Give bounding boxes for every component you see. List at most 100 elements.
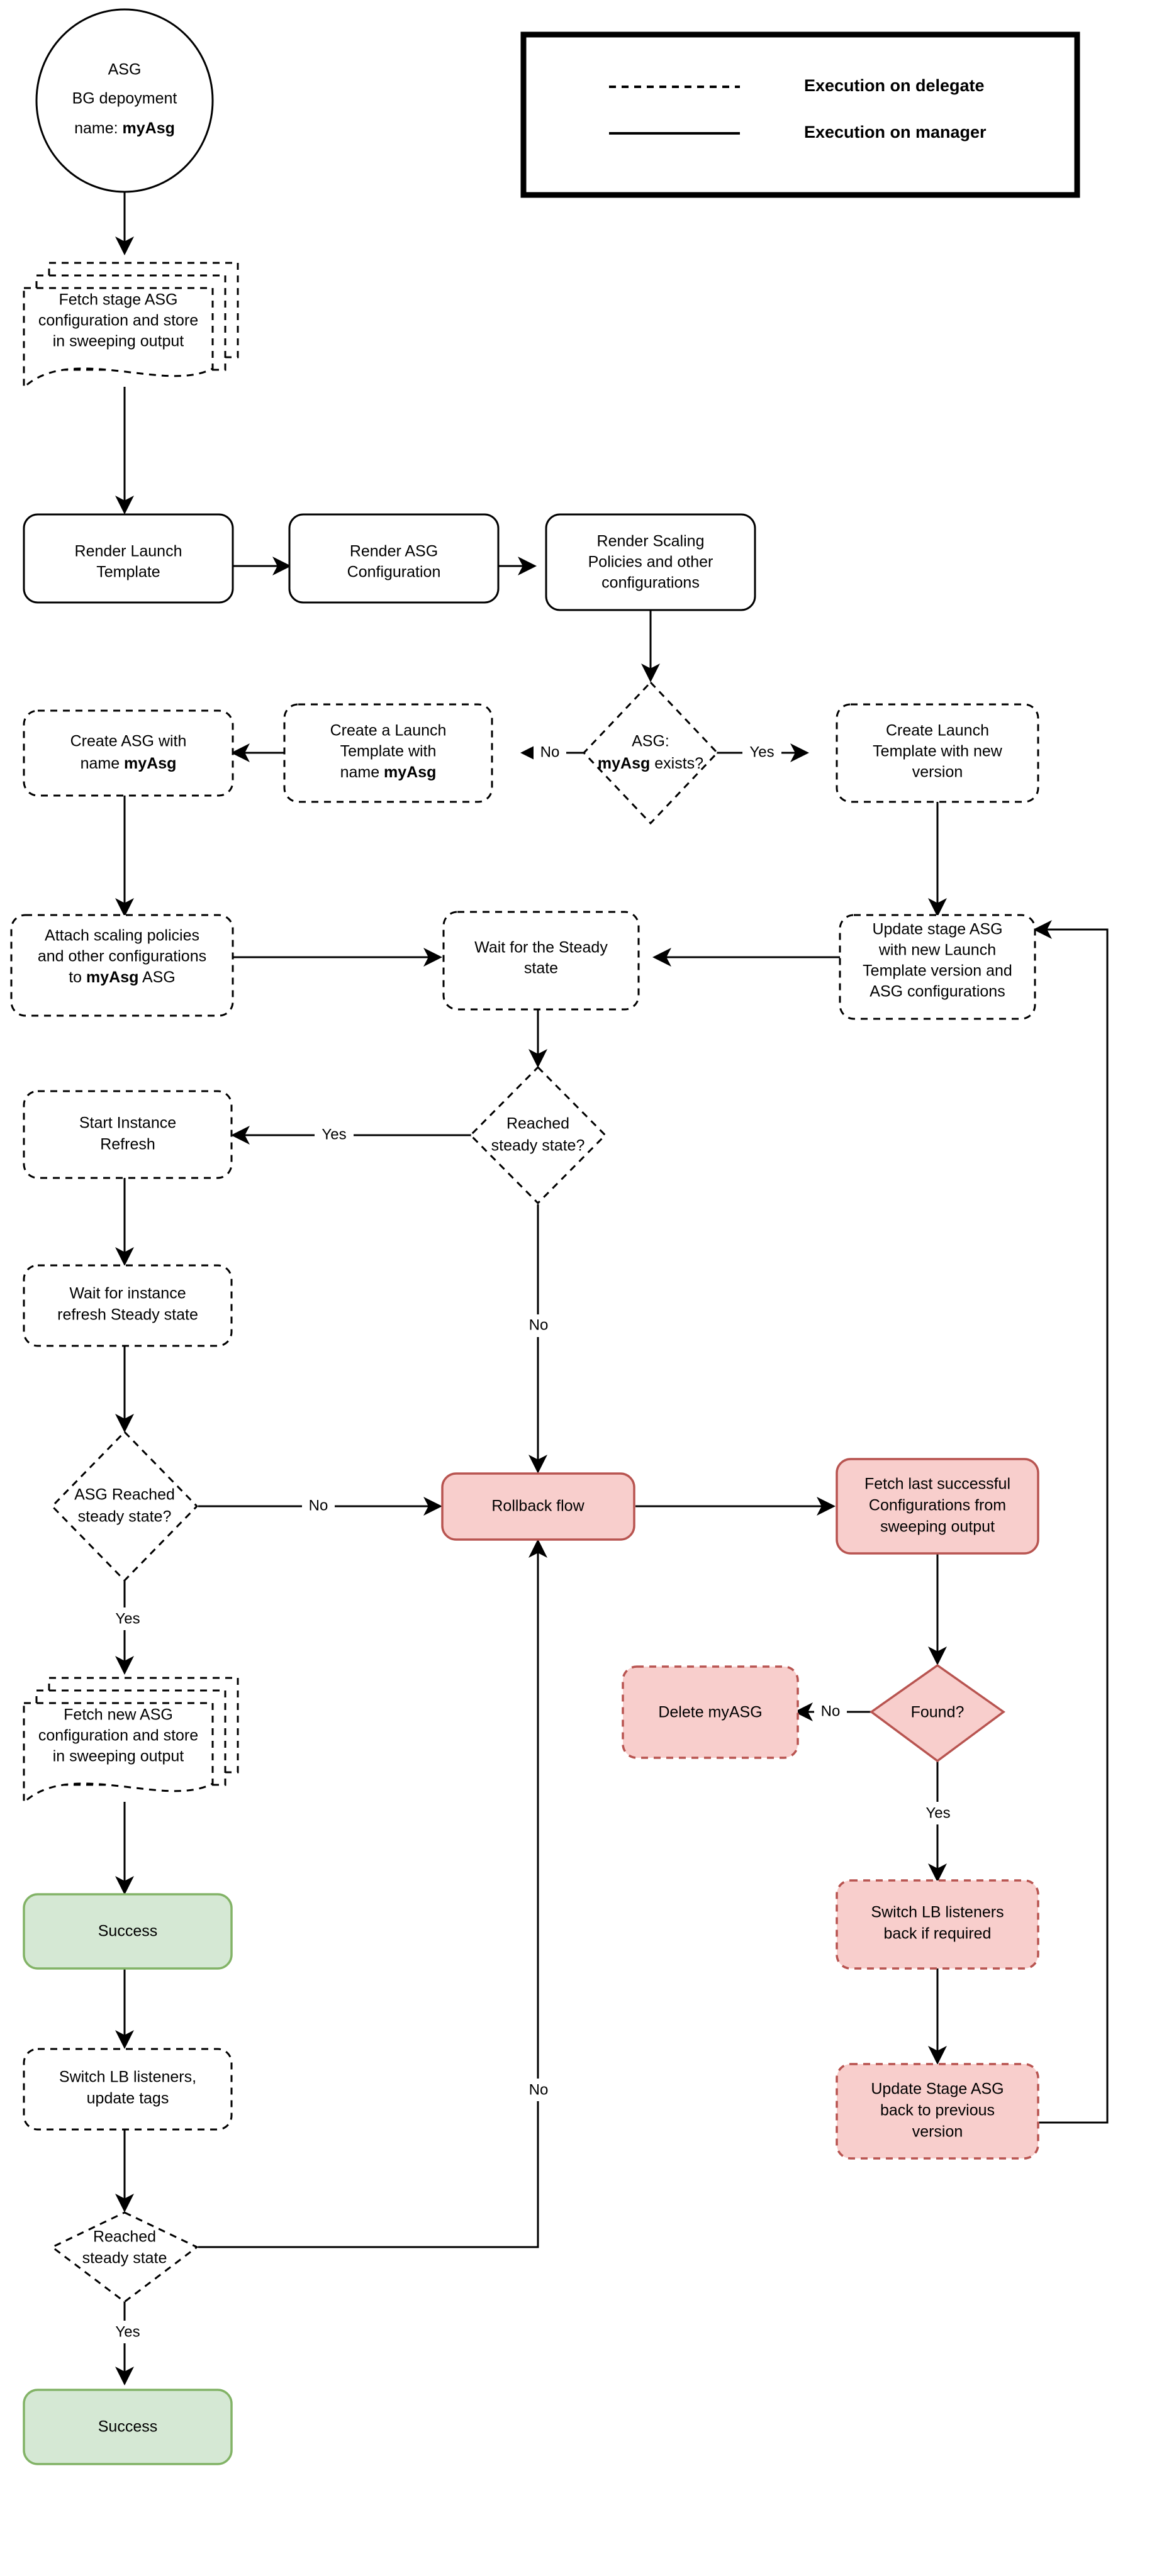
rollback-flow-rect: [441, 1472, 635, 1541]
node-delete-myasg[interactable]: Delete myASG: [622, 1665, 799, 1759]
node-update-stage-asg-previous[interactable]: Update Stage ASG back to previous versio…: [836, 2063, 1039, 2160]
render-asg-configuration-line-1: Render ASG: [350, 543, 438, 560]
node-render-scaling-policies[interactable]: Render Scaling Policies and other config…: [545, 513, 756, 611]
edge-label-reached-steady-2-no: No: [529, 2081, 549, 2098]
edge-reached-steady-2-no-to-rollback: [198, 1539, 547, 2248]
asg-exists-line-2: myAsg exists?: [598, 755, 703, 772]
legend-label-delegate: Execution on delegate: [804, 76, 985, 95]
wait-steady-line-2: state: [524, 960, 558, 977]
start-refresh-line-2: Refresh: [100, 1136, 155, 1153]
fetch-last-successful-rect: [836, 1458, 1039, 1555]
render-launch-template-line-2: Template: [96, 564, 160, 581]
render-scaling-policies-line-1: Render Scaling: [597, 533, 705, 550]
success-1-label: Success: [98, 1923, 157, 1940]
node-render-launch-template[interactable]: Render Launch Template: [23, 513, 234, 604]
update-prev-line-1: Update Stage ASG: [871, 2080, 1004, 2098]
execution-legend: Execution on delegate Execution on manag…: [520, 31, 1080, 198]
node-wait-instance-refresh[interactable]: Wait for instance refresh Steady state: [23, 1264, 233, 1347]
asg-reached-diamond: [50, 1430, 199, 1582]
node-fetch-new-asg[interactable]: Fetch new ASG configuration and store in…: [23, 1677, 239, 1805]
legend-label-manager: Execution on manager: [804, 123, 987, 142]
create-lt-new-version-line-2: Template with new: [873, 743, 1003, 760]
reached-steady-2-diamond: [50, 2211, 199, 2303]
reached-steady-1-diamond: [469, 1065, 607, 1205]
render-asg-configuration-rect: [288, 513, 500, 604]
edge-label-found-no: No: [821, 1702, 841, 1719]
create-asg-myasg-line-1: Create ASG with: [70, 733, 187, 750]
start-ellipse: [35, 8, 214, 193]
node-start[interactable]: ASG BG depoyment name: myAsg: [35, 8, 214, 193]
create-lt-myasg-line-1: Create a Launch: [330, 722, 447, 740]
fetch-stage-doc-front: [23, 287, 214, 390]
start-line-1: ASG: [108, 61, 142, 79]
render-launch-template-rect: [23, 513, 234, 604]
node-attach-scaling-policies[interactable]: Attach scaling policies and other config…: [10, 914, 234, 1017]
node-fetch-last-successful[interactable]: Fetch last successful Configurations fro…: [836, 1458, 1039, 1555]
fetch-new-line-2: configuration and store: [38, 1727, 198, 1745]
switch-lb-back-rect: [836, 1879, 1039, 1970]
node-success-2[interactable]: Success: [23, 2389, 233, 2465]
fetch-stage-line-2: configuration and store: [38, 312, 198, 330]
edge-label-asg-exists-no: No: [540, 743, 560, 760]
switch-lb-update-tags-rect: [23, 2048, 233, 2131]
create-lt-new-version-line-1: Create Launch: [886, 722, 989, 740]
node-render-asg-configuration[interactable]: Render ASG Configuration: [288, 513, 500, 604]
fetch-last-line-2: Configurations from: [869, 1497, 1006, 1514]
node-switch-lb-listeners-update-tags[interactable]: Switch LB listeners, update tags: [23, 2048, 233, 2131]
fetch-stage-line-3: in sweeping output: [53, 333, 184, 350]
wait-instance-refresh-rect: [23, 1264, 233, 1347]
node-asg-exists-decision[interactable]: ASG: myAsg exists?: [582, 680, 719, 825]
asg-reached-line-2: steady state?: [78, 1508, 172, 1526]
node-asg-reached-steady-state[interactable]: ASG Reached steady state?: [50, 1430, 199, 1582]
reached-steady-2-line-2: steady state: [82, 2250, 167, 2267]
delete-myasg-label: Delete myASG: [658, 1704, 762, 1721]
success-2-rect: [23, 2389, 233, 2465]
update-stage-asg-rect: [839, 914, 1036, 1020]
create-lt-myasg-rect: [283, 703, 493, 803]
reached-steady-2-line-1: Reached: [93, 2228, 156, 2246]
node-wait-steady-state[interactable]: Wait for the Steady state: [442, 911, 640, 1011]
success-1-rect: [23, 1893, 233, 1970]
edge-label-reached-steady-2-yes: Yes: [115, 2323, 140, 2340]
node-create-launch-template-myasg[interactable]: Create a Launch Template with name myAsg: [283, 703, 493, 803]
node-reached-steady-state-2[interactable]: Reached steady state: [50, 2211, 199, 2303]
create-lt-new-version-rect: [836, 703, 1039, 803]
node-found-decision[interactable]: Found?: [870, 1663, 1005, 1763]
update-stage-previous-rect: [836, 2063, 1039, 2160]
node-reached-steady-state-1[interactable]: Reached steady state?: [469, 1065, 607, 1205]
attach-line-3: to myAsg ASG: [69, 969, 176, 986]
node-switch-lb-listeners-back[interactable]: Switch LB listeners back if required: [836, 1879, 1039, 1970]
node-create-asg-myasg[interactable]: Create ASG with name myAsg: [23, 709, 234, 797]
attach-line-1: Attach scaling policies: [45, 927, 199, 945]
success-2-label: Success: [98, 2418, 157, 2436]
edge-update-prev-to-update-stage-asg: [1033, 920, 1109, 2124]
render-scaling-policies-line-3: configurations: [601, 574, 700, 592]
create-lt-myasg-line-3: name myAsg: [340, 763, 437, 781]
update-prev-line-2: back to previous: [880, 2102, 995, 2119]
found-label: Found?: [911, 1704, 965, 1721]
wait-steady-line-1: Wait for the Steady: [474, 939, 608, 957]
asg-exists-diamond: [582, 680, 719, 825]
node-update-stage-asg[interactable]: Update stage ASG with new Launch Templat…: [839, 914, 1036, 1020]
update-stage-line-4: ASG configurations: [870, 983, 1005, 1001]
fetch-last-line-3: sweeping output: [880, 1518, 995, 1536]
create-asg-myasg-line-2: name myAsg: [81, 755, 177, 772]
update-stage-line-1: Update stage ASG: [872, 921, 1002, 938]
start-line-3: name: myAsg: [74, 119, 175, 137]
node-fetch-stage-asg[interactable]: Fetch stage ASG configuration and store …: [23, 262, 239, 390]
node-success-1[interactable]: Success: [23, 1893, 233, 1970]
attach-scaling-policies-rect: [10, 914, 234, 1017]
edge-label-asg-reached-no: No: [309, 1497, 328, 1514]
edge-label-reached-steady-yes: Yes: [322, 1126, 346, 1143]
found-diamond: [870, 1663, 1005, 1763]
update-prev-line-3: version: [912, 2123, 963, 2141]
node-create-launch-template-new-version[interactable]: Create Launch Template with new version: [836, 703, 1039, 803]
switch-lb-back-line-1: Switch LB listeners: [871, 1904, 1004, 1921]
asg-reached-line-1: ASG Reached: [74, 1486, 175, 1504]
edge-label-reached-steady-no: No: [529, 1316, 549, 1333]
node-start-instance-refresh[interactable]: Start Instance Refresh: [23, 1090, 233, 1179]
render-launch-template-line-1: Render Launch: [75, 543, 182, 560]
rollback-flow-label: Rollback flow: [491, 1497, 584, 1515]
reached-steady-1-line-1: Reached: [506, 1115, 569, 1133]
node-rollback-flow[interactable]: Rollback flow: [441, 1472, 635, 1541]
